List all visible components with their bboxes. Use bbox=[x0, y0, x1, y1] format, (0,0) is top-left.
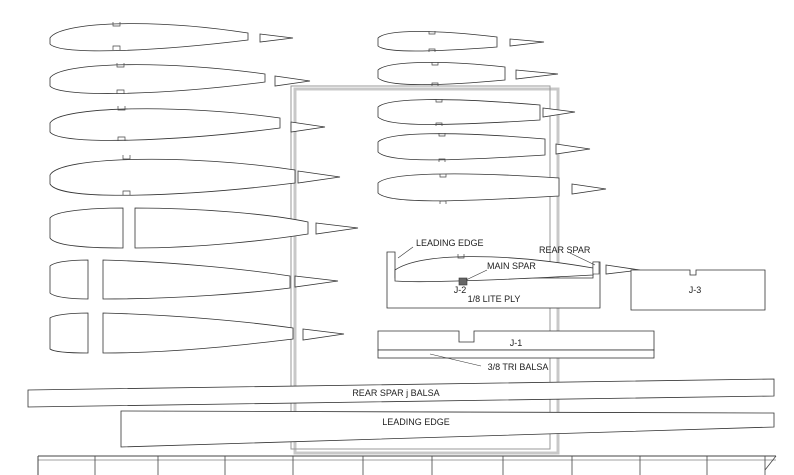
main-spar-callout: MAIN SPAR bbox=[487, 261, 536, 271]
right-rib-4 bbox=[377, 133, 546, 162]
right-rib-2 bbox=[377, 62, 506, 86]
rear-spar-callout: REAR SPAR bbox=[539, 245, 591, 255]
left-rib-3-tail bbox=[290, 121, 326, 133]
left-rib-2 bbox=[49, 63, 266, 94]
left-rib-6-tail bbox=[294, 275, 339, 288]
bottom-truss-structure bbox=[37, 455, 777, 475]
j2-label: J-2 bbox=[454, 285, 467, 295]
rear-spar-strip bbox=[27, 378, 775, 408]
j1-label: J-1 bbox=[510, 338, 523, 348]
j2-part bbox=[386, 246, 601, 309]
left-rib-4-tail bbox=[297, 170, 341, 184]
right-rib-3-tail bbox=[542, 107, 576, 118]
leading-edge-strip-label: LEADING EDGE bbox=[382, 417, 450, 427]
right-rib-5 bbox=[377, 173, 560, 204]
right-rib-3 bbox=[377, 99, 541, 126]
rear-spar-strip-label: REAR SPAR j BALSA bbox=[352, 388, 439, 398]
right-rib-5-tail bbox=[571, 183, 607, 195]
right-rib-1-tail bbox=[509, 38, 545, 47]
left-rib-1-tail bbox=[259, 33, 294, 43]
right-rib-2-tail bbox=[515, 69, 559, 80]
right-rib-4-tail bbox=[555, 143, 591, 155]
j3-label: J-3 bbox=[689, 285, 702, 295]
left-rib-7-tail bbox=[302, 328, 345, 341]
left-rib-5-tail bbox=[315, 222, 359, 235]
j2-material: 1/8 LITE PLY bbox=[468, 294, 521, 304]
left-rib-1 bbox=[49, 22, 249, 52]
leading-edge-callout: LEADING EDGE bbox=[416, 238, 484, 248]
j3-part bbox=[630, 269, 766, 311]
j1-part bbox=[377, 330, 655, 367]
left-rib-6 bbox=[49, 259, 291, 300]
left-rib-5 bbox=[49, 207, 309, 249]
tri-balsa-label: 3/8 TRI BALSA bbox=[488, 362, 549, 372]
left-rib-3 bbox=[49, 106, 281, 141]
left-rib-7 bbox=[49, 312, 294, 354]
leading-edge-strip bbox=[120, 410, 775, 448]
left-rib-4 bbox=[49, 155, 296, 196]
right-rib-1 bbox=[377, 31, 498, 52]
left-rib-2-tail bbox=[274, 75, 311, 87]
j2-tail bbox=[605, 264, 641, 275]
